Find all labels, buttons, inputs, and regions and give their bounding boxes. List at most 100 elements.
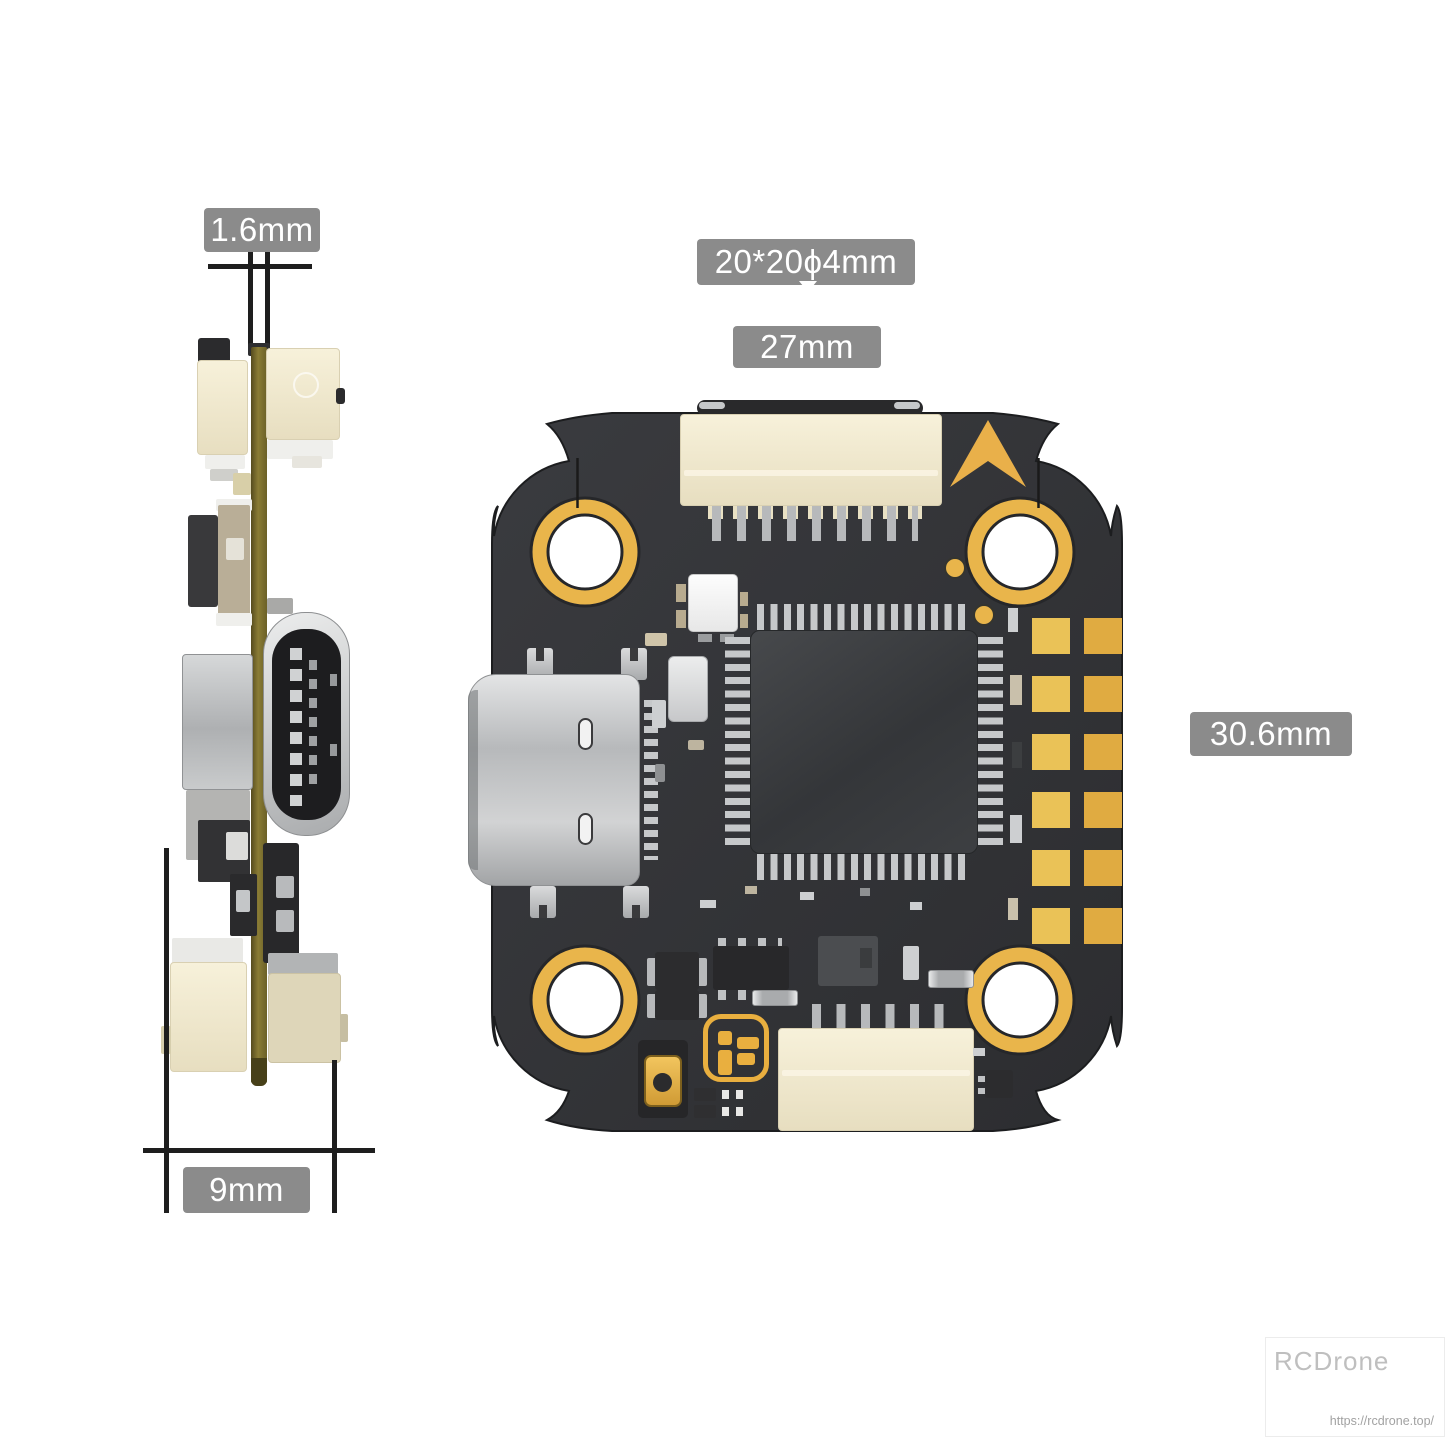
side-top-left-connector — [197, 360, 248, 455]
passive-gray-1 — [655, 764, 665, 782]
passive-tan-2 — [688, 740, 704, 750]
width-dimension-label: 9mm — [183, 1167, 310, 1213]
side-top-right-base — [267, 440, 333, 459]
logo-stem — [718, 1050, 732, 1075]
passive-silver-5 — [973, 1048, 985, 1056]
side-stepped-tab-2 — [276, 910, 294, 932]
baro-pad-5 — [698, 634, 712, 642]
logo-bar-2 — [737, 1053, 755, 1065]
bottom-connector — [778, 1028, 974, 1131]
pad-dot-1 — [722, 1090, 729, 1099]
width-extension-line-right — [332, 1060, 337, 1213]
iflight-logo-icon — [703, 1014, 769, 1082]
sot-component-1 — [655, 952, 699, 990]
passive-tan-3 — [745, 886, 757, 894]
side-bottom-right-connector — [268, 973, 341, 1063]
watermark: RCDrone https://rcdrone.top/ — [1265, 1337, 1445, 1437]
side-mid-notch — [226, 538, 244, 560]
pad-dot-4 — [736, 1107, 743, 1116]
mounting-hole-bottom-right — [964, 944, 1076, 1056]
thickness-extension-line-right — [265, 252, 270, 347]
side-top-right-tab — [292, 456, 322, 468]
usb-shield-side — [182, 654, 253, 790]
usb-c-connector — [468, 674, 640, 886]
side-bottom-left-connector — [170, 962, 247, 1072]
top-latch-endcap-right — [894, 402, 920, 409]
side-top-right-pin — [336, 388, 345, 404]
leg-2 — [978, 1088, 986, 1094]
usb-c-pins-column — [290, 648, 302, 806]
side-mid-dark-component — [188, 515, 218, 607]
top-connector-pins — [712, 505, 918, 541]
passive-right-2 — [1010, 675, 1022, 705]
passive-silver-2 — [700, 900, 716, 908]
top-latch-endcap-left — [699, 402, 725, 409]
logo-dot — [718, 1031, 732, 1045]
pad-dark-1 — [694, 1088, 716, 1101]
gold-via-1 — [944, 557, 966, 579]
usb-tab-notch-3 — [539, 905, 547, 918]
solder-pad-column-1 — [1032, 618, 1070, 944]
side-top-left-base — [205, 455, 245, 469]
sot-component-2 — [655, 990, 699, 1020]
usb-c-opening — [468, 690, 478, 870]
pad-dot-2 — [722, 1107, 729, 1116]
baro-pad-1 — [676, 584, 686, 602]
passive-right-3 — [1012, 742, 1022, 768]
passive-dark-1 — [860, 948, 872, 968]
chip-resistor-2 — [928, 970, 974, 988]
usb-smt-pins — [644, 700, 658, 860]
side-bottom-right-cap — [268, 953, 338, 975]
side-gray-strip — [267, 598, 293, 614]
side-small-black-tab — [236, 890, 250, 912]
passive-tan-1 — [645, 633, 667, 646]
mcu-pins-right — [978, 637, 1003, 847]
watermark-url: https://rcdrone.top/ — [1329, 1414, 1434, 1428]
mcu-pins-bottom — [757, 854, 971, 880]
bottom-connector-pins — [812, 1004, 944, 1030]
barometer-chip — [688, 574, 738, 632]
baro-pad-4 — [740, 614, 748, 628]
leg-1 — [978, 1076, 986, 1082]
baro-pad-3 — [740, 592, 748, 606]
passive-right-1 — [1008, 608, 1018, 632]
mounting-hole-top-right — [964, 496, 1076, 608]
regulator-ic — [713, 946, 789, 990]
top-connector — [680, 414, 942, 506]
board-width-label: 27mm — [733, 326, 881, 368]
thickness-dimension-label: 1.6mm — [204, 208, 320, 252]
passive-silver-1 — [652, 700, 666, 728]
crystal-oscillator — [668, 656, 708, 722]
mounting-hole-top-left — [529, 496, 641, 608]
pad-dot-3 — [736, 1090, 743, 1099]
connector-emblem-icon — [293, 372, 319, 398]
side-mid-tan-connector — [218, 505, 250, 617]
side-bottom-right-nub — [340, 1014, 348, 1042]
chip-resistor-1 — [752, 990, 798, 1006]
usb-c-port-cavity — [272, 629, 341, 820]
board-height-label: 30.6mm — [1190, 712, 1352, 756]
side-top-left-cap — [198, 338, 230, 364]
usb-rivet-slot-1 — [578, 718, 593, 750]
mounting-pattern-label: 20*20ϕ4mm — [697, 239, 915, 285]
usb-tab-notch-2 — [630, 648, 638, 661]
usb-tab-notch-4 — [632, 905, 640, 918]
width-extension-line-left — [164, 848, 169, 1213]
mcu-chip — [750, 630, 978, 854]
usb-rivet-slot-2 — [578, 813, 593, 845]
side-funnel-piece — [233, 473, 251, 495]
label-pointer-icon — [799, 281, 817, 292]
side-top-left-pin-block — [210, 469, 238, 481]
mcu-pins-top — [757, 604, 971, 630]
side-bottom-left-cap — [172, 938, 243, 964]
passive-silver-4 — [910, 902, 922, 910]
usb-c-pins-column-2 — [309, 660, 317, 792]
gold-via-2 — [973, 604, 995, 626]
bottom-connector-seam — [782, 1070, 970, 1076]
passive-right-4 — [1010, 815, 1022, 843]
pcb-bottom-tip — [251, 1058, 267, 1086]
mounting-hole-bottom-left — [529, 944, 641, 1056]
pad-dark-2 — [694, 1105, 716, 1118]
